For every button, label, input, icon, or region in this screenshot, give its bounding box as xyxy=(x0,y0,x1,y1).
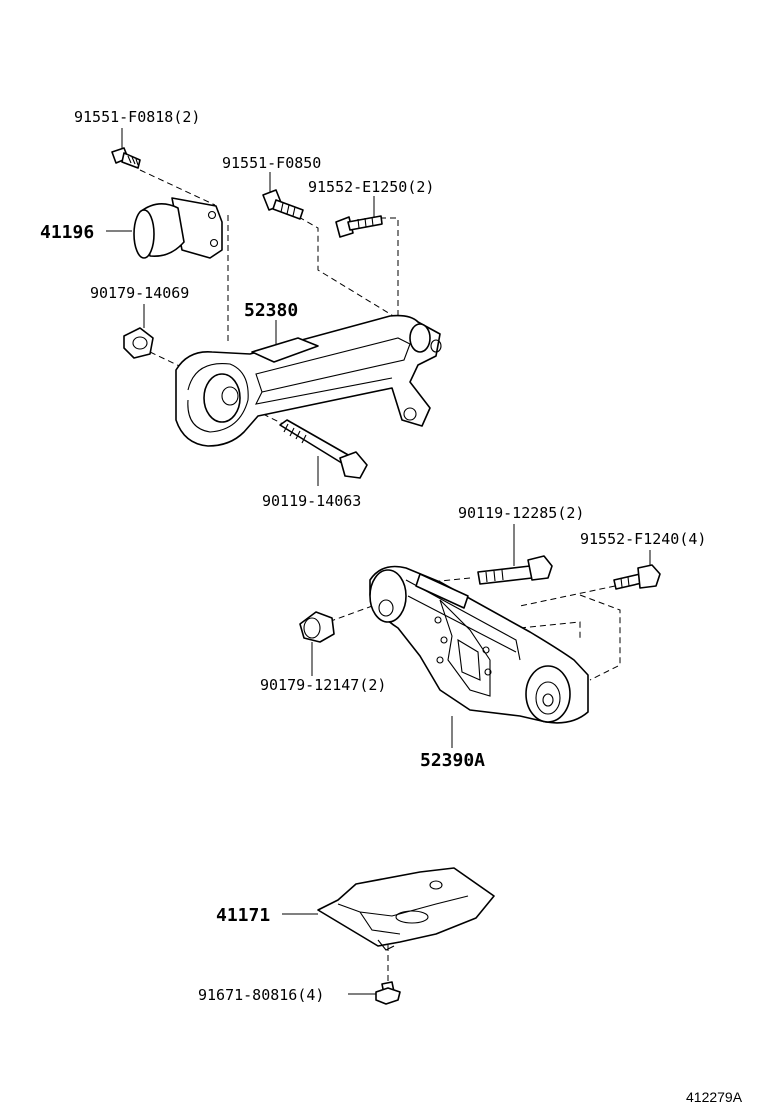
label-90179-14069: 90179-14069 xyxy=(90,284,189,302)
nut-90179-12147[interactable] xyxy=(299,611,335,643)
plate-41171[interactable] xyxy=(317,867,495,951)
bolt-90119-14063[interactable] xyxy=(279,419,368,479)
label-41171: 41171 xyxy=(216,905,270,926)
label-52390a: 52390A xyxy=(420,750,485,771)
dynamic-damper-41196[interactable] xyxy=(133,197,223,259)
bolt-91552-f1240[interactable] xyxy=(613,564,661,590)
engine-mount-bracket-52380[interactable] xyxy=(175,314,442,447)
engine-mount-bracket-52390a[interactable] xyxy=(369,565,589,724)
bolt-90119-12285[interactable] xyxy=(477,555,553,585)
bolt-91671-80816[interactable] xyxy=(375,981,401,1005)
label-90179-12147: 90179-12147(2) xyxy=(260,676,386,694)
leader-lines xyxy=(106,128,651,995)
assembly-guides xyxy=(139,169,621,982)
label-90119-12285: 90119-12285(2) xyxy=(458,504,584,522)
bolt-91551-f0850[interactable] xyxy=(262,189,304,220)
label-91552-e1250: 91552-E1250(2) xyxy=(308,178,434,196)
label-91671-80816: 91671-80816(4) xyxy=(198,986,324,1004)
label-41196: 41196 xyxy=(40,222,94,243)
label-91551-f0850: 91551-F0850 xyxy=(222,154,321,172)
label-52380: 52380 xyxy=(244,300,298,321)
bolt-91552-e1250[interactable] xyxy=(335,215,383,238)
label-91552-f1240: 91552-F1240(4) xyxy=(580,530,706,548)
bolt-91551-f0818[interactable] xyxy=(111,147,141,169)
nut-90179-14069[interactable] xyxy=(123,327,154,359)
label-91551-f0818: 91551-F0818(2) xyxy=(74,108,200,126)
figure-code: 412279A xyxy=(686,1089,743,1105)
label-90119-14063: 90119-14063 xyxy=(262,492,361,510)
